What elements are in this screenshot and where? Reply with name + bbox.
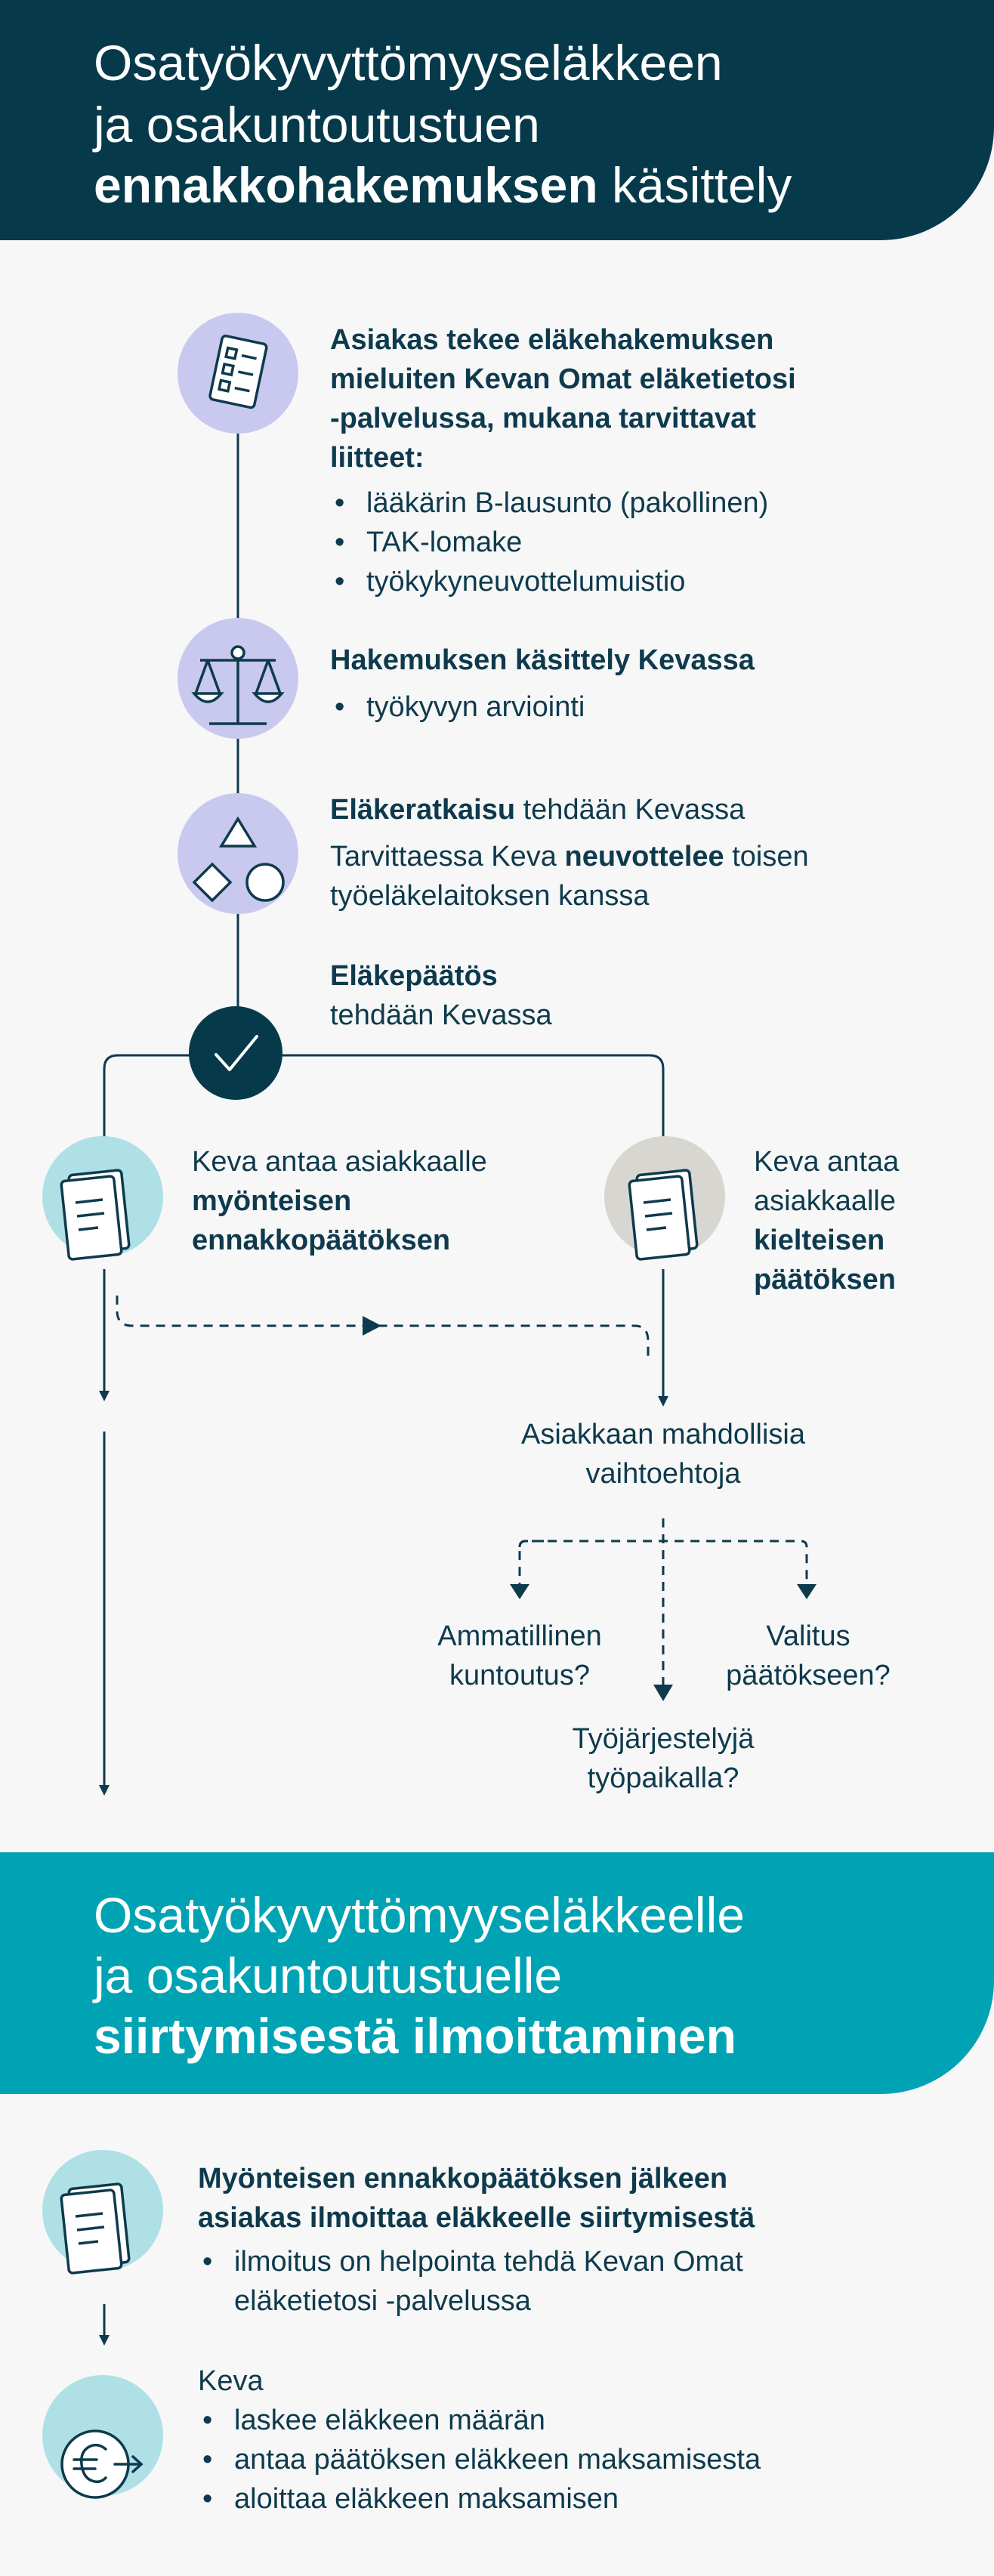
checkmark-icon [215,1035,258,1071]
documents-icon [60,1169,131,1261]
list-item: antaa päätöksen eläkkeen maksamisesta [198,2440,761,2479]
documents-icon [628,1169,699,1261]
list-item: lääkärin B-lausunto (pakollinen) [330,483,768,523]
option-work-arrangements: Työjärjestelyjä työpaikalla? [572,1723,755,1794]
header2-line-2: ja osakuntoutustuelle [94,1947,563,2003]
options-title: Asiakkaan mahdollisia vaihtoehtoja [521,1419,805,1490]
notify-list: ilmoitus on helpointa tehdä Kevan Omatel… [198,2242,743,2321]
header-process: Osatyökyvyttömyyseläkkeen ja osakuntoutu… [0,0,994,240]
list-item: työkyvyn arviointi [330,687,585,727]
step3-circle [178,793,298,914]
decision-title: Eläkepäätös [330,960,498,992]
header2-line-1: Osatyökyvyttömyyseläkkeelle [94,1887,745,1943]
euro-arrow-icon [60,2429,144,2499]
step2-circle [178,618,298,739]
option-appeal: Valitus päätökseen? [726,1620,891,1691]
list-item: TAK-lomake [330,523,768,562]
negative-circle [604,1136,725,1261]
step2-title: Hakemuksen käsittely Kevassa [330,644,755,676]
header-line-2: ja osakuntoutustuen [94,97,540,153]
step1-circle [178,313,298,434]
step3-title: Eläkeratkaisu tehdään Kevassa [330,794,746,826]
scales-icon [191,645,285,725]
notify-circle [42,2150,163,2275]
step2-list: työkyvyn arviointi [330,687,585,727]
list-item: ilmoitus on helpointa tehdä Kevan Omatel… [198,2242,743,2321]
decision-subtitle: tehdään Kevassa [330,999,552,1031]
step1-title: Asiakas tekee eläkehakemuksen mieluiten … [330,324,796,474]
shapes-icon [192,816,285,903]
documents-icon [60,2182,131,2275]
option-rehabilitation: Ammatillinen kuntoutus? [437,1620,602,1691]
document-list-icon [208,334,268,409]
positive-text: Keva antaa asiakkaalle myönteisen ennakk… [192,1146,487,1256]
notify-title: Myönteisen ennakkopäätöksen jälkeen asia… [198,2163,755,2234]
step3-negotiation-2: työeläkelaitoksen kanssa [330,880,650,912]
header2-line-3: siirtymisestä ilmoittaminen [94,2008,736,2064]
step3-negotiation: Tarvittaessa Keva neuvottelee toisen [330,841,809,873]
list-item: työkykyneuvottelumuistio [330,562,768,601]
keva-title: Keva [198,2365,264,2397]
list-item: laskee eläkkeen määrän [198,2401,761,2440]
header-notification: Osatyökyvyttömyyseläkkeelle ja osakuntou… [0,1852,994,2094]
header-line-1: Osatyökyvyttömyyseläkkeen [94,35,723,91]
header-line-3: ennakkohakemuksen käsittely [94,157,792,213]
keva-circle [42,2375,163,2499]
step1-attachments: lääkärin B-lausunto (pakollinen) TAK-lom… [330,483,768,601]
negative-text: Keva antaa asiakkaalle kielteisen päätök… [754,1146,900,1296]
list-item: aloittaa eläkkeen maksamisen [198,2479,761,2519]
positive-circle [42,1136,163,1261]
decision-circle [189,1006,282,1100]
keva-list: laskee eläkkeen määrän antaa päätöksen e… [198,2401,761,2519]
